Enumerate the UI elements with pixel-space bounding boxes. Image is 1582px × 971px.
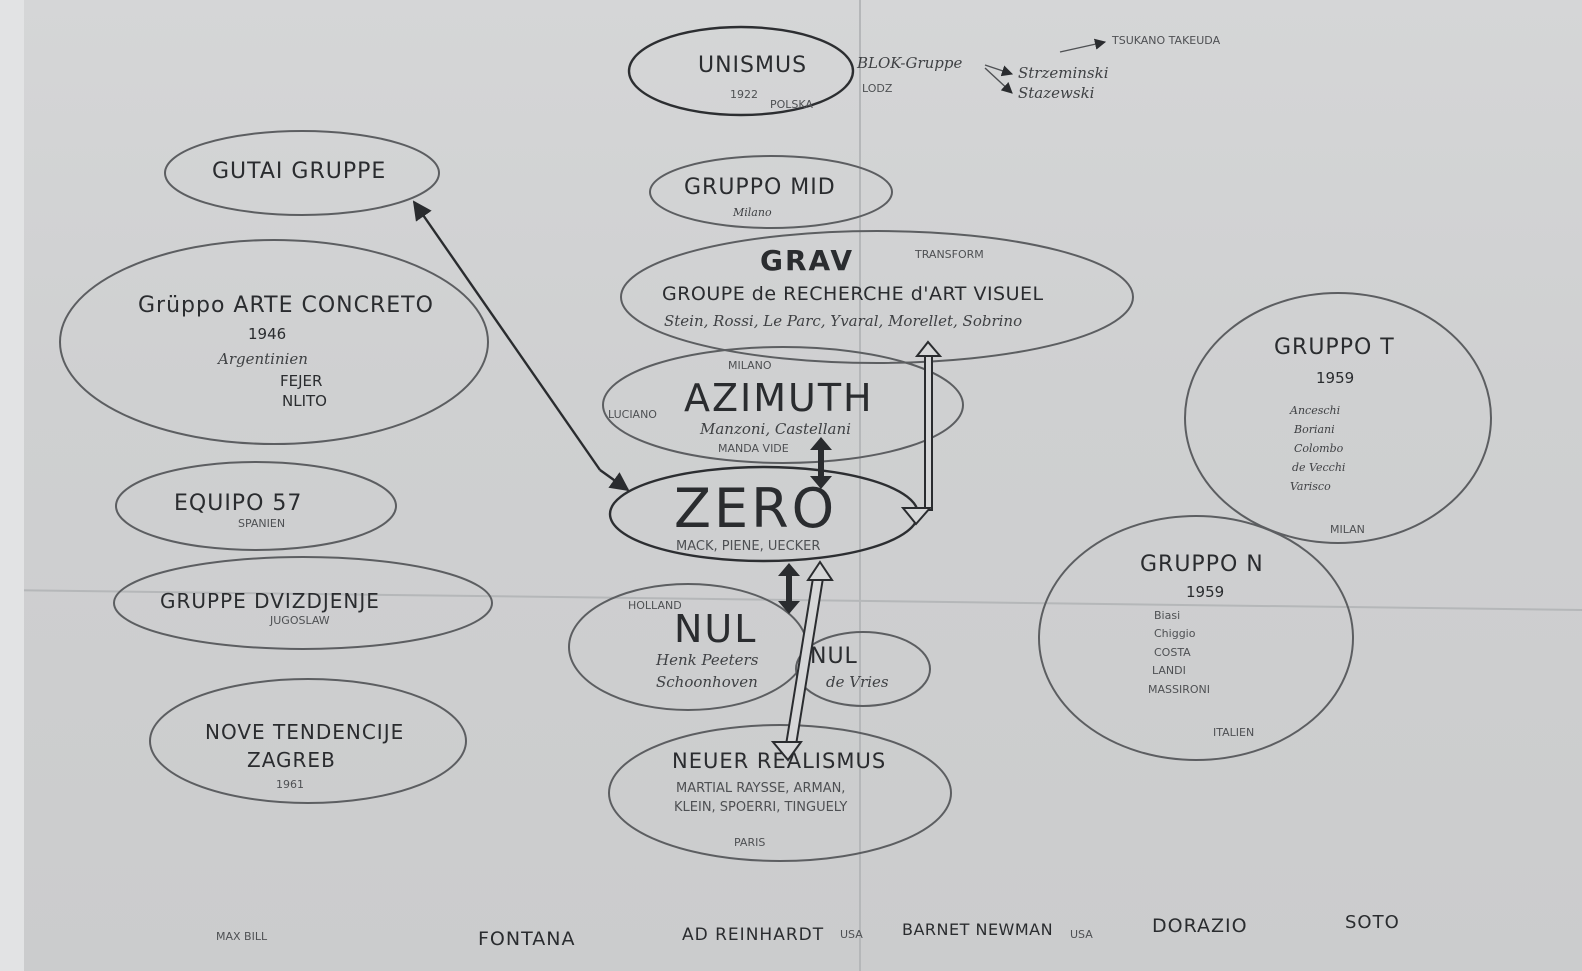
arte-concreto-title: Grüppo ARTE CONCRETO — [138, 293, 434, 318]
group-gruppo-t: GRUPPO T 1959 Anceschi Boriani Colombo d… — [1184, 292, 1492, 544]
gruppo-t-title: GRUPPO T — [1274, 335, 1395, 360]
group-arte-concreto: Grüppo ARTE CONCRETO 1946 Argentinien FE… — [59, 239, 489, 445]
gruppo-t-member: Colombo — [1294, 442, 1344, 455]
group-dvizdjenje: GRUPPE DVIZDJENJE JUGOSLAW — [113, 556, 493, 650]
group-unismus: UNISMUS 1922 POLSKA — [627, 25, 855, 117]
grav-full-name: GROUPE de RECHERCHE d'ART VISUEL — [662, 283, 1044, 305]
gruppo-n-title: GRUPPO N — [1140, 552, 1264, 577]
nul-vries-sub: de Vries — [826, 673, 889, 691]
bottom-artists: MAX BILL FONTANA AD REINHARDT USA BARNET… — [216, 912, 1400, 950]
mid-title: GRUPPO MID — [684, 175, 836, 200]
artist-reinhardt-suffix: USA — [840, 928, 863, 941]
nove-year: 1961 — [276, 778, 304, 791]
blok-sub: LODZ — [862, 82, 893, 95]
blok-member: Stazewski — [1018, 84, 1095, 102]
group-nul-de-vries: NUL de Vries — [795, 631, 931, 707]
gruppo-t-member: Varisco — [1290, 480, 1331, 493]
nul-vries-title: NUL — [810, 644, 858, 669]
nove-city: ZAGREB — [247, 748, 336, 772]
group-azimuth: AZIMUTH MILANO LUCIANO Manzoni, Castella… — [602, 346, 964, 464]
arrow-zero-gutai — [412, 200, 601, 471]
gruppo-n-member: MASSIRONI — [1148, 683, 1210, 696]
unismus-place: POLSKA — [770, 98, 813, 111]
gruppo-n-member: Chiggio — [1154, 627, 1196, 640]
arrow-grav-zero — [900, 340, 943, 526]
azimuth-tag: MILANO — [728, 359, 772, 372]
nul-tag: HOLLAND — [628, 599, 682, 612]
grav-tag: TRANSFORM — [914, 248, 984, 261]
group-zero: ZERO MACK, PIENE, UECKER — [608, 465, 920, 563]
grav-title: GRAV — [760, 244, 854, 277]
blok-member: Strzeminski — [1018, 64, 1109, 82]
artist-max-bill: MAX BILL — [216, 930, 268, 943]
grav-members: Stein, Rossi, Le Parc, Yvaral, Morellet,… — [664, 312, 1022, 330]
azimuth-extra: MANDA VIDE — [718, 442, 789, 455]
zero-members: MACK, PIENE, UECKER — [676, 539, 820, 554]
equipo-57-sub: SPANIEN — [238, 517, 285, 530]
unismus-year: 1922 — [730, 88, 758, 101]
azimuth-tag-2: LUCIANO — [608, 408, 657, 421]
page-edge — [0, 0, 24, 971]
nul-member: Schoonhoven — [656, 673, 758, 691]
arrow-zero-neuer-realismus — [770, 560, 834, 762]
gruppo-n-member: Biasi — [1154, 609, 1180, 622]
gutai-title: GUTAI GRUPPE — [212, 159, 386, 184]
arte-concreto-member: Argentinien — [216, 350, 308, 368]
gruppo-t-city: MILAN — [1330, 523, 1365, 536]
nul-title: NUL — [674, 607, 757, 651]
blok-target: TSUKANO TAKEUDA — [1111, 34, 1221, 47]
blok-title: BLOK-Gruppe — [856, 54, 962, 72]
arrow-head-zero — [599, 469, 630, 492]
azimuth-title: AZIMUTH — [684, 376, 874, 420]
arrow-zero-nul — [778, 563, 800, 614]
azimuth-members: Manzoni, Castellani — [699, 420, 851, 438]
arte-concreto-member: NLITO — [282, 392, 327, 410]
neuer-title: NEUER REALISMUS — [672, 749, 886, 773]
artist-dorazio: DORAZIO — [1152, 915, 1248, 937]
equipo-57-title: EQUIPO 57 — [174, 491, 302, 516]
neuer-member: MARTIAL RAYSSE, ARMAN, — [676, 781, 845, 796]
group-neuer-realismus: NEUER REALISMUS MARTIAL RAYSSE, ARMAN, K… — [608, 724, 952, 862]
artist-soto: SOTO — [1345, 912, 1400, 933]
group-gutai: GUTAI GRUPPE — [164, 130, 440, 216]
dvizdjenje-title: GRUPPE DVIZDJENJE — [160, 589, 380, 613]
group-mid: GRUPPO MID Milano — [649, 155, 893, 229]
group-nul: NUL HOLLAND Henk Peeters Schoonhoven — [568, 583, 808, 711]
group-gruppo-n: GRUPPO N 1959 Biasi Chiggio COSTA LANDI … — [1038, 515, 1354, 761]
arrow-azimuth-zero — [810, 437, 832, 489]
group-blok: BLOK-Gruppe LODZ Strzeminski Stazewski T… — [856, 34, 1221, 102]
artist-fontana: FONTANA — [478, 928, 575, 950]
neuer-city: PARIS — [734, 836, 765, 849]
group-equipo-57: EQUIPO 57 SPANIEN — [115, 461, 397, 551]
unismus-title: UNISMUS — [698, 53, 807, 78]
zero-title: ZERO — [674, 477, 837, 540]
gruppo-t-member: de Vecchi — [1292, 461, 1345, 474]
group-grav: GRAV TRANSFORM GROUPE de RECHERCHE d'ART… — [620, 230, 1134, 364]
gruppo-n-member: LANDI — [1152, 664, 1186, 677]
nove-title: NOVE TENDENCIJE — [205, 720, 404, 744]
gruppo-n-year: 1959 — [1186, 583, 1224, 601]
gruppo-n-member: COSTA — [1154, 646, 1191, 659]
dvizdjenje-sub: JUGOSLAW — [269, 614, 330, 627]
gruppo-n-country: ITALIEN — [1213, 726, 1254, 739]
artist-newman-suffix: USA — [1070, 928, 1093, 941]
gruppo-t-year: 1959 — [1316, 369, 1354, 387]
mid-city: Milano — [732, 206, 772, 219]
artist-barnet-newman: BARNET NEWMAN — [902, 920, 1053, 939]
gruppo-t-member: Boriani — [1293, 423, 1335, 436]
nul-member: Henk Peeters — [655, 651, 759, 669]
group-nove-tendencije: NOVE TENDENCIJE ZAGREB 1961 — [149, 678, 467, 804]
gruppo-t-member: Anceschi — [1289, 404, 1340, 417]
arte-concreto-member: FEJER — [280, 372, 322, 390]
neuer-member: KLEIN, SPOERRI, TINGUELY — [674, 800, 847, 815]
artist-ad-reinhardt: AD REINHARDT — [682, 925, 824, 945]
arte-concreto-year: 1946 — [248, 325, 286, 343]
